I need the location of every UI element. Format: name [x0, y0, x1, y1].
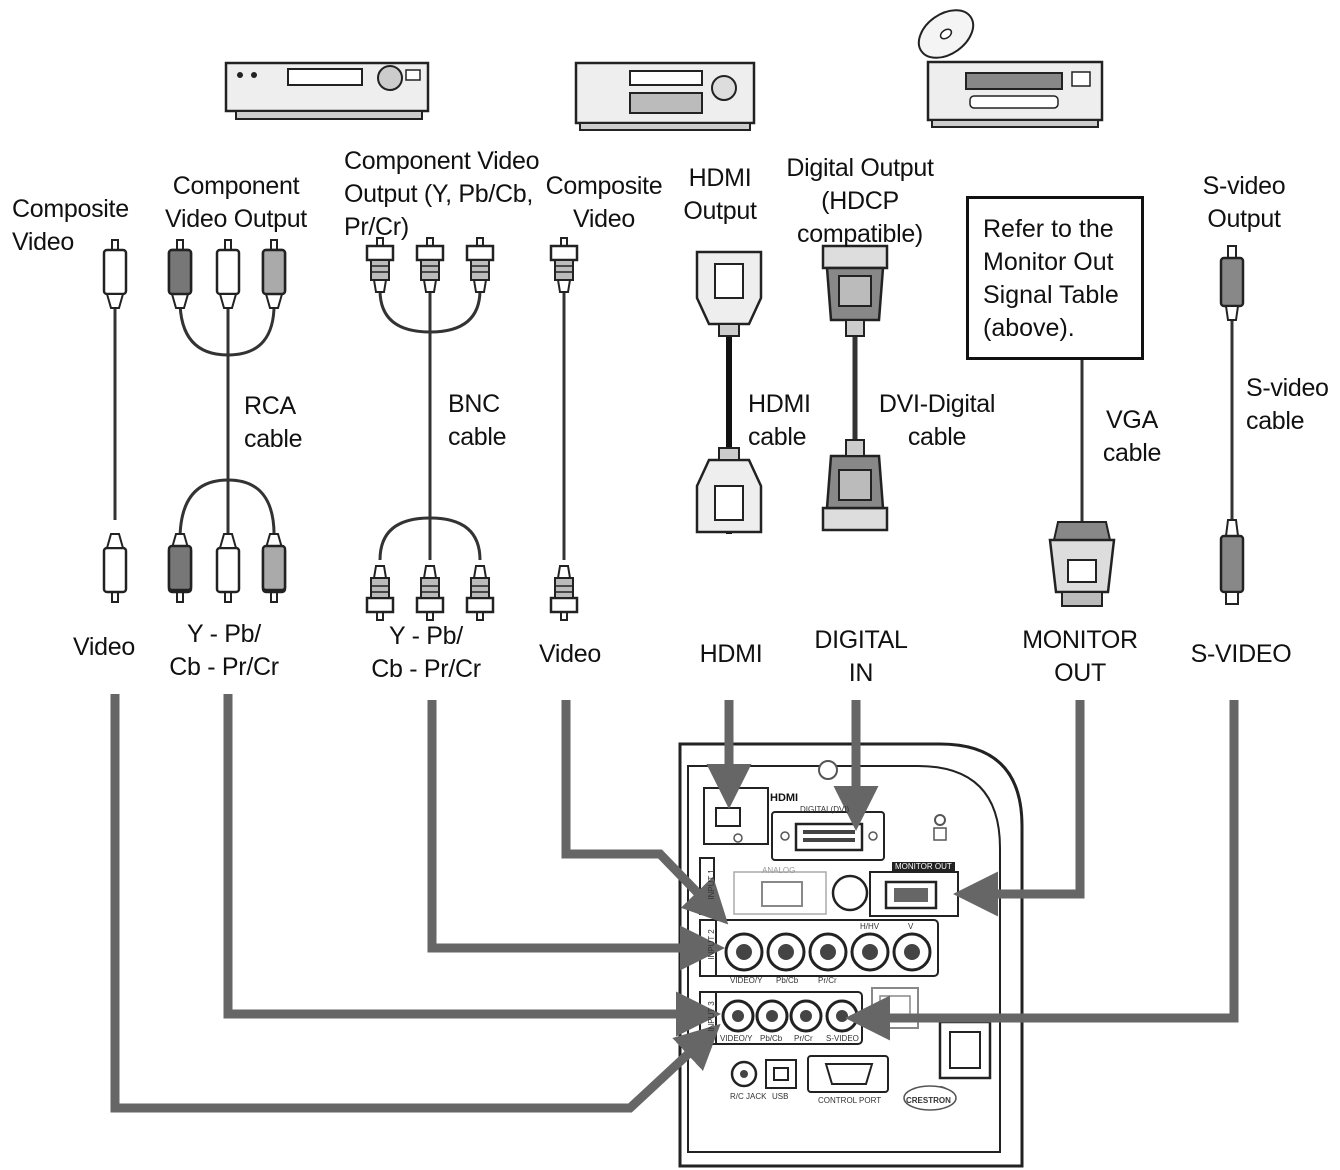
s-video-cable	[1219, 245, 1245, 605]
ypbpr-input-label-2: Y - Pb/Cb - Pr/Cr	[371, 622, 481, 683]
panel-rca-video-y-label: VIDEO/Y	[720, 1034, 753, 1043]
panel-bnc-pr-label: Pr/Cr	[818, 976, 837, 985]
vga-cable	[1048, 360, 1116, 607]
bnc-component-cable	[365, 236, 495, 622]
panel-hdmi-label: HDMI	[770, 792, 799, 804]
panel-digital-in-label: DIGITAL(DVI)	[800, 805, 850, 814]
panel-bnc-v-label: V	[908, 922, 914, 931]
video-deck-device-icon	[574, 61, 756, 131]
panel-bnc-pb-label: Pb/Cb	[776, 976, 799, 985]
dvd-player-device-icon	[917, 9, 1104, 128]
panel-input2-label: INPUT 2	[706, 929, 716, 960]
vcr-device-icon	[224, 61, 430, 120]
dvi-digital-cable	[821, 244, 889, 532]
panel-rca-pb-label: Pb/Cb	[760, 1034, 783, 1043]
rca-component-cable	[167, 238, 287, 604]
hdmi-cable	[695, 250, 763, 534]
ypbpr-input-label-1: Y - Pb/Cb - Pr/Cr	[169, 620, 279, 681]
s-video-input-label: S-VIDEO	[1190, 640, 1292, 668]
panel-bnc-h-label: H/HV	[860, 922, 880, 931]
composite-video-cable-1	[102, 238, 128, 604]
panel-monitor-out-label: MONITOR OUT	[892, 862, 955, 871]
panel-control-port-label: CONTROL PORT	[818, 1096, 882, 1105]
panel-usb-label: USB	[772, 1092, 789, 1101]
panel-input3-label: INPUT 3	[706, 1001, 716, 1032]
video-input-label-2: Video	[539, 640, 601, 668]
video-input-label-1: Video	[73, 633, 135, 661]
composite-video-cable-2	[549, 236, 579, 622]
panel-bnc-video-y-label: VIDEO/Y	[730, 976, 763, 985]
panel-input1-label: INPUT 1	[706, 869, 716, 900]
panel-analog-label: ANALOG	[762, 866, 796, 875]
hdmi-input-label: HDMI	[699, 640, 763, 668]
panel-rc-jack-label: R/C JACK	[730, 1092, 767, 1101]
panel-brand-label: CRESTRON	[906, 1096, 951, 1105]
signal-routing-lines	[110, 694, 1239, 1113]
panel-s-video-label: S-VIDEO	[826, 1034, 859, 1043]
panel-rca-pr-label: Pr/Cr	[794, 1034, 813, 1043]
projector-rear-panel	[678, 742, 1024, 1168]
